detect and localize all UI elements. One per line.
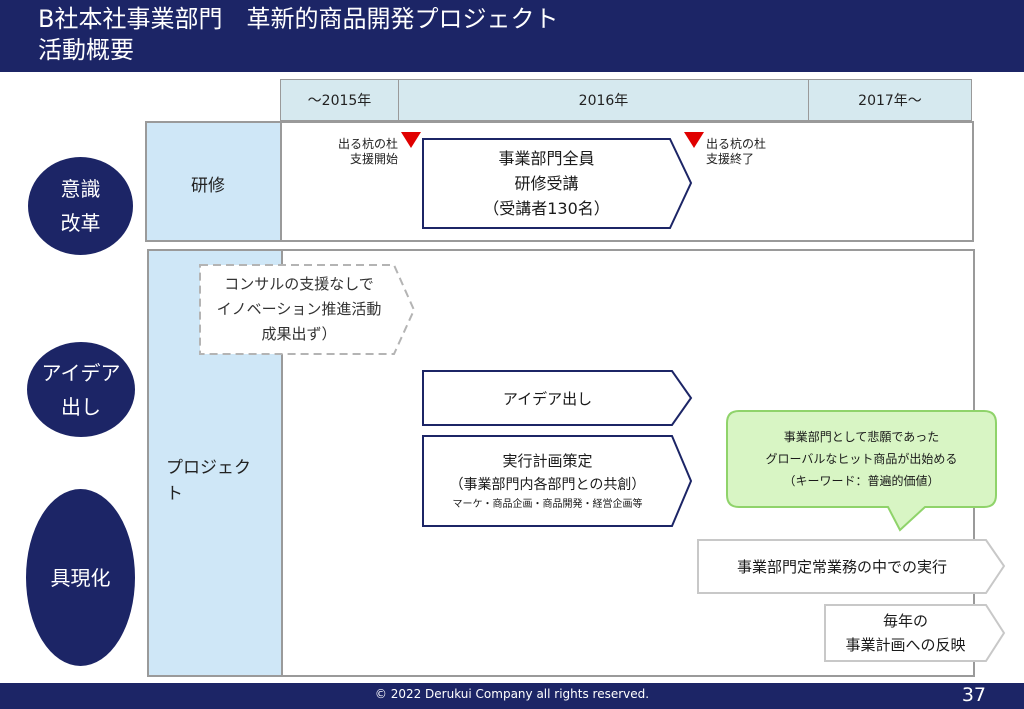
phase-label: 意識 [60,177,101,201]
slide-subtitle: 活動概要 [38,36,134,64]
consult-arrow: コンサルの支援なしで イノベーション推進活動 成果出ず） [202,265,396,354]
milestone-end-label: 出る杭の杜 支援終了 [706,137,766,167]
phase-label: 改革 [60,211,101,235]
milestone-text: 支援終了 [706,152,755,166]
training-category-cell: 研修 [147,123,282,240]
milestone-start-label: 出る杭の杜 支援開始 [318,137,398,167]
project-label-line: ト [166,484,183,504]
idea-arrow: アイデア出し [423,371,672,425]
box-text: イノベーション推進活動 [216,300,382,318]
milestone-start-marker-icon [401,132,421,148]
box-text: 毎年の [882,612,928,630]
callout-text: （キーワード：普遍的価値） [783,474,940,488]
box-text: アイデア出し [502,389,593,408]
phase-oval-ideation: アイデア 出し [27,342,135,437]
slide-header: B社本社事業部門 革新的商品開発プロジェクト 活動概要 [0,0,1024,72]
phase-oval-realization: 具現化 [26,489,135,666]
box-text: （受講者130名） [483,199,610,218]
phase-oval-awareness: 意識 改革 [28,157,133,255]
callout-text: 事業部門として悲願であった [783,430,940,444]
annual-arrow: 毎年の 事業計画への反映 [825,605,986,661]
phase-label: 具現化 [50,565,111,590]
training-category-label: 研修 [191,176,225,196]
milestone-text: 支援開始 [349,152,398,166]
year-cell-2016: 2016年 [398,79,809,121]
consult-arrow-shape [199,264,416,355]
copyright-text: © 2022 Derukui Company all rights reserv… [374,687,650,701]
milestone-end-marker-icon [684,132,704,148]
slide-title: B社本社事業部門 革新的商品開発プロジェクト [38,5,559,33]
box-text: マーケ・商品企画・商品開発・経営企画等 [452,499,643,510]
idea-arrow-shape [422,370,693,426]
plan-arrow-shape [422,435,693,527]
milestone-text: 出る杭の杜 [337,137,398,151]
annual-arrow-shape [824,604,1006,662]
box-text: 事業部門全員 [498,149,595,168]
box-text: コンサルの支援なしで [224,275,374,293]
project-category-label: プロジェク ト [166,455,251,507]
phase-label: アイデア [41,360,121,385]
callout-bubble: 事業部門として悲願であった グローバルなヒット商品が出始める （キーワード：普遍… [727,413,996,505]
training-arrow: 事業部門全員 研修受講 （受講者130名） [423,139,670,228]
training-arrow-shape [422,138,693,229]
routine-arrow-shape [697,539,1006,594]
phase-label: 出し [61,394,101,419]
plan-arrow: 実行計画策定 （事業部門内各部門との共創） マーケ・商品企画・商品開発・経営企画… [423,436,672,526]
callout-bubble-shape [726,410,997,532]
box-text: 実行計画策定 [502,452,593,470]
milestone-text: 出る杭の杜 [706,137,767,151]
box-text: 事業計画への反映 [845,636,966,654]
year-cell-2017: 2017年～ [808,79,972,121]
routine-arrow: 事業部門定常業務の中での実行 [698,540,986,593]
project-label-line: プロジェク [166,458,251,478]
box-text: （事業部門内各部門との共創） [449,477,646,493]
slide-footer: © 2022 Derukui Company all rights reserv… [0,683,1024,709]
box-text: 研修受講 [514,174,579,193]
page-number: 37 [961,684,986,706]
callout-text: グローバルなヒット商品が出始める [765,452,958,466]
box-text: 成果出ず） [261,325,337,343]
box-text: 事業部門定常業務の中での実行 [736,558,947,576]
